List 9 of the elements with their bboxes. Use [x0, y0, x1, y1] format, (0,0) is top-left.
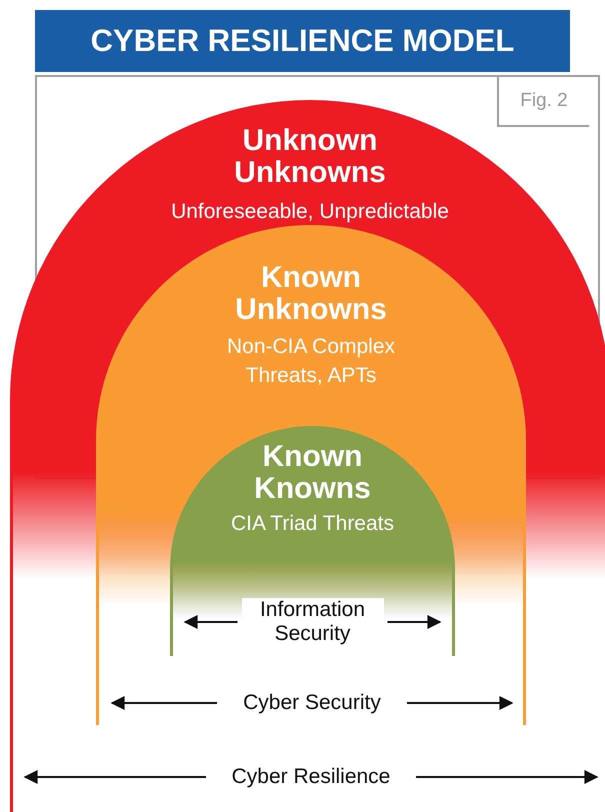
- region-description: CIA Triad Threats: [230, 511, 396, 537]
- figure-number: Fig. 2: [497, 77, 589, 127]
- region-heading: Unknown Unknowns: [233, 125, 387, 189]
- region-description: Non-CIA Complex Threats, APTs: [226, 334, 396, 389]
- region-heading: Known Knowns: [253, 441, 372, 505]
- region-heading: Known Unknowns: [234, 262, 388, 326]
- dimension-label: Information Security: [242, 598, 384, 646]
- title-banner: CYBER RESILIENCE MODEL: [35, 10, 570, 72]
- region-description: Unforeseeable, Unpredictable: [170, 199, 450, 225]
